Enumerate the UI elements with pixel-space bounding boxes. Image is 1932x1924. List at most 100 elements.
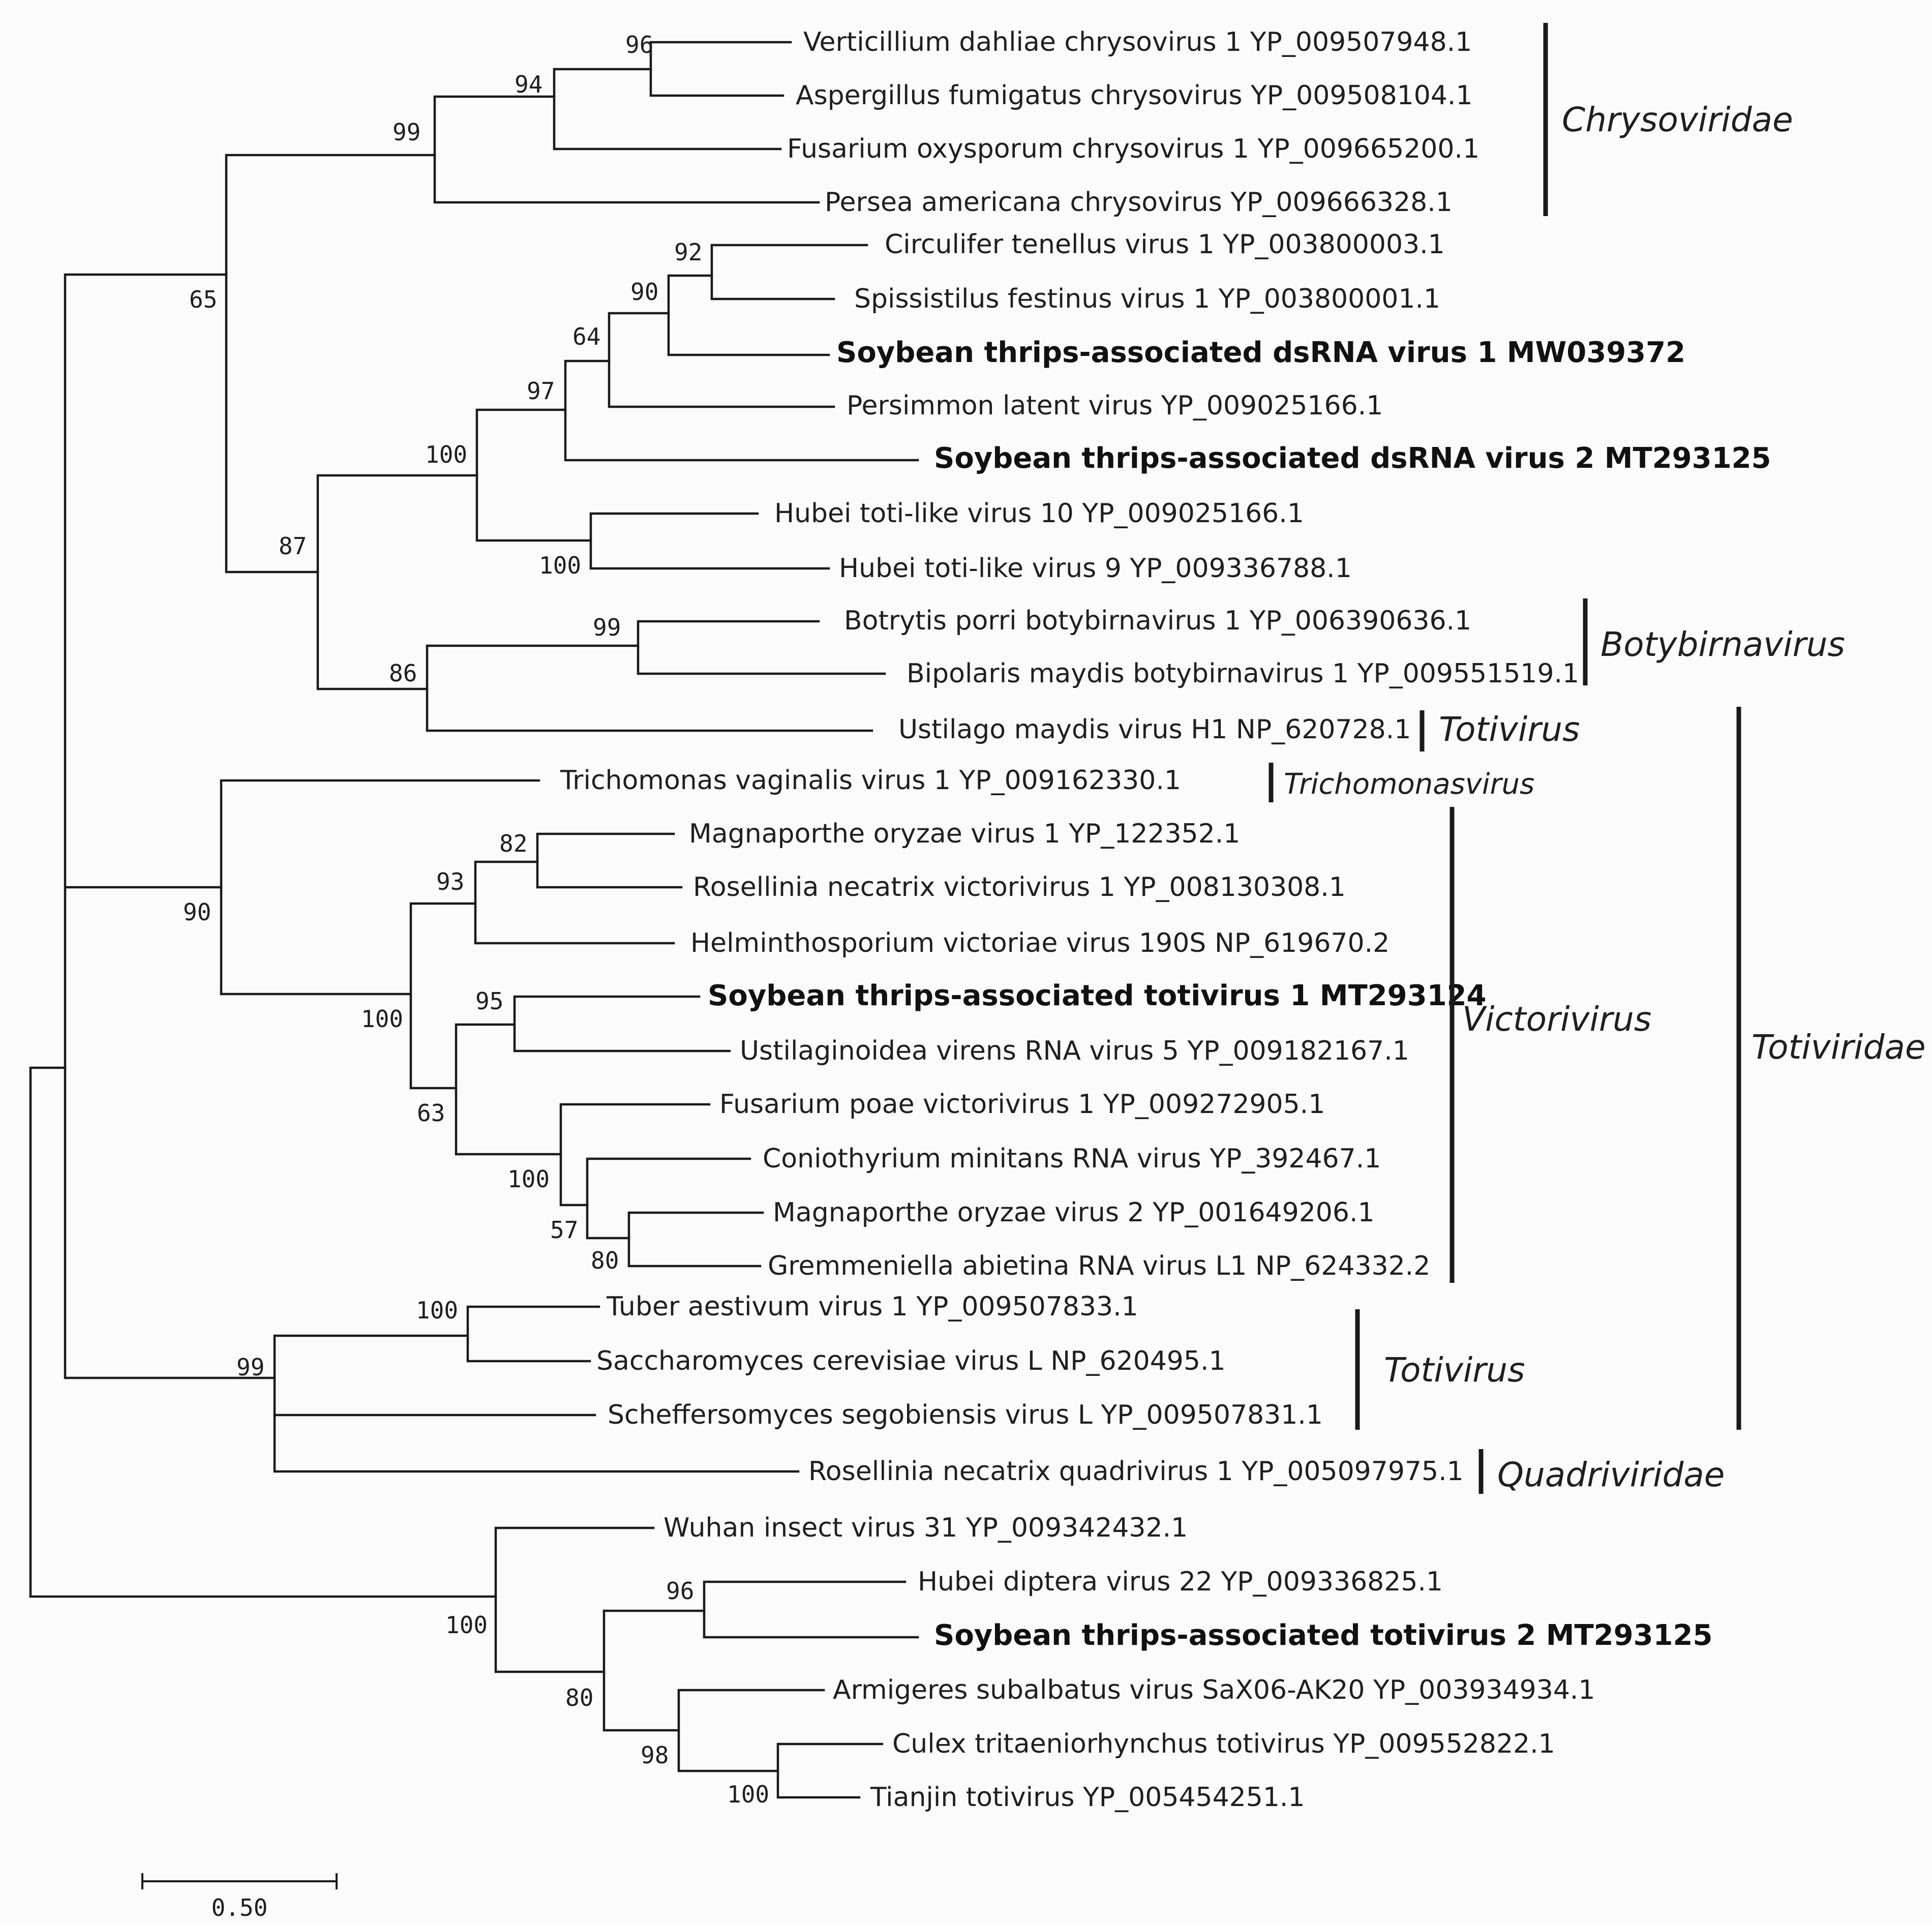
branch-100-toti-like [475,408,592,542]
group-brackets [1269,23,1741,1494]
branch-99-toti [273,1334,800,1473]
support-80-a: 80 [591,1247,619,1274]
branch-90-a [667,274,830,356]
taxon-label: Circulifer tenellus virus 1 YP_003800003… [885,229,1445,260]
taxon-label: Ustilago maydis virus H1 NP_620728.1 [898,714,1411,745]
taxon-label: Wuhan insect virus 31 YP_009342432.1 [663,1513,1188,1543]
scale-bar-label: 0.50 [212,1894,268,1921]
branch-chryso-clade [433,95,820,204]
taxon-labels: Verticillium dahliae chrysovirus 1 YP_00… [560,27,1771,1813]
taxon-label: Fusarium oxysporum chrysovirus 1 YP_0096… [787,134,1480,164]
taxon-label: Saccharomyces cerevisiae virus L NP_6204… [596,1346,1226,1376]
support-96-b: 96 [666,1577,694,1605]
branch-main-ingroup [64,273,276,1379]
branch-64 [608,312,835,408]
taxon-label: Persimmon latent virus YP_009025166.1 [847,390,1383,421]
support-96-a: 96 [625,31,653,58]
support-99-b: 99 [593,614,621,641]
branch-80-a [627,1211,764,1268]
support-100-g: 100 [727,1781,769,1808]
taxon-label: Spissistilus festinus virus 1 YP_0038000… [854,284,1440,314]
branch-100-hubei [589,512,830,570]
support-87: 87 [279,532,307,560]
taxon-label: Trichomonas vaginalis virus 1 YP_0091623… [560,765,1181,796]
branch-82 [536,832,683,889]
support-100-b: 100 [539,552,581,579]
support-100-a: 100 [425,441,467,468]
support-80-b: 80 [565,1684,593,1711]
taxon-label: Hubei toti-like virus 10 YP_009025166.1 [774,498,1304,529]
scale-bar: 0.50 [141,1873,338,1921]
branch-100-insect [494,1526,655,1673]
support-94: 94 [515,71,542,98]
taxon-label: Magnaporthe oryzae virus 2 YP_001649206.… [773,1197,1375,1228]
support-90-b: 90 [183,898,211,926]
support-93: 93 [436,868,464,895]
branch-100-victori [409,902,477,1090]
group-labels: Chrysoviridae Botybirnavirus Totivirus T… [1284,100,1926,1494]
branch-93 [474,860,675,945]
support-100-f: 100 [445,1611,488,1639]
branch-92 [710,244,868,300]
taxon-label: Rosellinia necatrix victorivirus 1 YP_00… [693,872,1346,903]
branch-100-culex [776,1742,884,1799]
taxon-label: Tuber aestivum virus 1 YP_009507833.1 [606,1291,1138,1322]
support-98: 98 [641,1741,669,1769]
branch-100-tuber [466,1305,600,1363]
taxon-label: Armigeres subalbatus virus SaX06-AK20 YP… [833,1675,1595,1705]
taxon-label: Aspergillus fumigatus chrysovirus YP_009… [796,80,1473,111]
taxon-label-highlighted: Soybean thrips-associated totivirus 2 MT… [934,1619,1712,1652]
taxon-label: Hubei toti-like virus 9 YP_009336788.1 [839,553,1352,584]
support-92: 92 [674,238,702,266]
branch-98 [677,1689,825,1772]
support-99-c: 99 [236,1354,264,1381]
support-82: 82 [499,830,527,857]
branch-97 [564,359,919,462]
support-100-d: 100 [507,1165,550,1193]
support-95: 95 [475,987,503,1015]
taxon-label: Ustilaginoidea virens RNA virus 5 YP_009… [740,1036,1409,1066]
support-63: 63 [417,1099,445,1127]
taxon-label: Coniothyrium minitans RNA virus YP_39246… [763,1144,1381,1174]
branch-100-fusarium [559,1103,711,1207]
support-values: 96 94 99 65 92 90 64 97 100 87 100 99 86… [183,31,769,1808]
branch-root [29,1066,497,1598]
group-label-totivirus-b: Totivirus [1384,1350,1525,1390]
tree-branches [29,41,919,1799]
taxon-label: Fusarium poae victorivirus 1 YP_00927290… [719,1089,1325,1120]
taxon-label: Bipolaris maydis botybirnavirus 1 YP_009… [907,658,1579,689]
branch-upper-clade [225,154,436,574]
branch-chryso-96 [649,41,792,97]
taxon-label: Scheffersomyces segobiensis virus L YP_0… [608,1400,1323,1430]
support-100-c: 100 [361,1005,403,1033]
branch-99-botybirna [637,620,886,675]
branch-63 [455,1023,562,1156]
taxon-label: Hubei diptera virus 22 YP_009336825.1 [918,1567,1443,1597]
taxon-label: Culex tritaeniorhynchus totivirus YP_009… [892,1729,1555,1759]
group-label-totiviridae: Totiviridae [1752,1028,1926,1067]
support-90-a: 90 [630,278,658,306]
taxon-label-highlighted: Soybean thrips-associated dsRNA virus 1 … [836,336,1685,369]
taxon-label: Gremmeniella abietina RNA virus L1 NP_62… [768,1251,1430,1281]
taxon-label: Rosellinia necatrix quadrivirus 1 YP_005… [808,1456,1464,1487]
branch-90-b [220,779,540,996]
support-99-a: 99 [393,118,420,146]
support-86: 86 [389,659,417,687]
support-97: 97 [527,377,555,405]
taxon-label-highlighted: Soybean thrips-associated totivirus 1 MT… [708,979,1486,1012]
taxon-label: Persea americana chrysovirus YP_00966632… [825,187,1453,218]
support-57: 57 [550,1216,578,1244]
branch-87 [316,474,478,690]
branch-86 [426,644,873,732]
taxon-label: Botrytis porri botybirnavirus 1 YP_00639… [844,606,1471,636]
group-label-chrysoviridae: Chrysoviridae [1562,100,1793,139]
group-label-botybirnavirus: Botybirnavirus [1601,625,1845,664]
taxon-label: Helminthosporium victoriae virus 190S NP… [690,928,1390,958]
support-65: 65 [189,286,217,313]
group-label-totivirus-a: Totivirus [1439,710,1580,749]
support-100-e: 100 [416,1297,458,1324]
taxon-label: Tianjin totivirus YP_005454251.1 [870,1782,1305,1813]
group-label-trichomonasvirus: Trichomonasvirus [1284,768,1534,801]
taxon-label-highlighted: Soybean thrips-associated dsRNA virus 2 … [934,442,1771,475]
